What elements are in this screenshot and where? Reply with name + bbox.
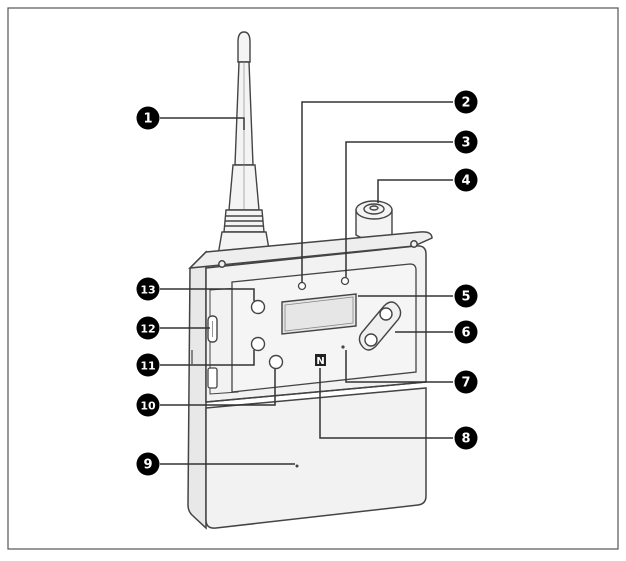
callout-number: 12 [140, 323, 155, 336]
callout-circle [136, 393, 160, 417]
side-port [207, 367, 218, 389]
callout-6: 6 [454, 320, 478, 344]
leader-lines [160, 101, 453, 465]
callout-number: 7 [461, 376, 470, 391]
callout-circle [136, 452, 160, 476]
callout-number: 5 [461, 290, 470, 305]
audio-connector [355, 200, 393, 242]
up-button [379, 307, 393, 321]
callout-13: 13 [136, 277, 160, 301]
callout-11: 11 [136, 353, 160, 377]
callout-number: 13 [140, 284, 155, 297]
callout-circle [454, 426, 478, 450]
callout-number: 4 [461, 174, 470, 189]
lcd-display [281, 293, 357, 335]
callout-9: 9 [136, 452, 160, 476]
callout-circle [454, 284, 478, 308]
callout-circle [454, 320, 478, 344]
callout-number: 6 [461, 326, 470, 341]
callout-number: 3 [461, 136, 470, 151]
sensor-dot [341, 345, 345, 349]
nfc-mark [315, 354, 326, 366]
antenna [217, 31, 271, 262]
callout-4: 4 [454, 168, 478, 192]
callout-circle [454, 370, 478, 394]
callout-10: 10 [136, 393, 160, 417]
callout-2: 2 [454, 90, 478, 114]
button-10 [268, 354, 284, 370]
led-indicator-right [340, 276, 350, 286]
callout-circle [454, 90, 478, 114]
callout-3: 3 [454, 130, 478, 154]
callout-circle [136, 316, 160, 340]
callout-circle [454, 130, 478, 154]
callout-number: 9 [143, 458, 152, 473]
callout-7: 7 [454, 370, 478, 394]
led-indicator-left [297, 281, 307, 291]
button-11 [250, 336, 266, 352]
nfc-mark-label: N [316, 356, 324, 367]
callout-circle [136, 353, 160, 377]
callout-number: 1 [143, 112, 152, 127]
callout-1: 1 [136, 106, 160, 130]
callout-8: 8 [454, 426, 478, 450]
callout-circle [136, 106, 160, 130]
callout-5: 5 [454, 284, 478, 308]
callout-number: 8 [461, 432, 470, 447]
callout-circle [136, 277, 160, 301]
down-button [364, 333, 378, 347]
callout-number: 11 [140, 360, 155, 373]
callout-number: 10 [140, 400, 156, 413]
key-pad [358, 301, 402, 351]
battery-cover-dot [295, 464, 299, 468]
button-13 [250, 299, 266, 315]
callout-number: 2 [461, 96, 470, 111]
callout-circle [454, 168, 478, 192]
figure-frame [7, 7, 619, 550]
callout-12: 12 [136, 316, 160, 340]
